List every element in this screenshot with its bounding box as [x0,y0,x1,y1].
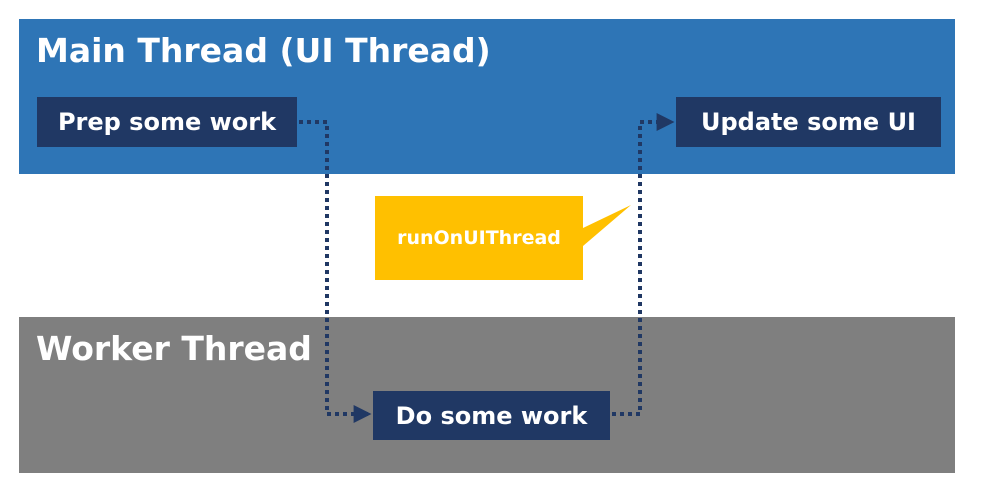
do-some-work-step: Do some work [373,391,610,440]
worker-thread-title: Worker Thread [36,329,312,368]
main-thread-lane: Main Thread (UI Thread) [19,19,955,174]
prep-some-work-step: Prep some work [37,97,297,147]
connector-work-to-update [612,113,675,416]
callout-bubble [375,196,631,280]
connector-prep-to-work [299,120,372,423]
run-on-ui-thread-label: runOnUIThread [397,227,561,249]
main-thread-title: Main Thread (UI Thread) [36,31,491,70]
worker-thread-lane: Worker Thread [19,317,955,473]
update-some-ui-step: Update some UI [676,97,941,147]
